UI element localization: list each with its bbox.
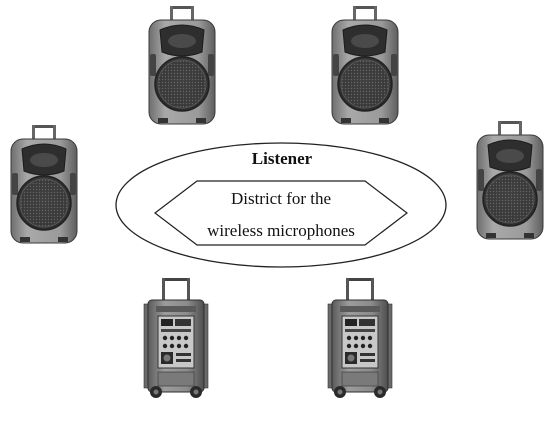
speaker-front-icon bbox=[332, 6, 398, 124]
speaker-front-icon bbox=[149, 6, 215, 124]
speaker-front-icon bbox=[477, 121, 543, 239]
speaker-rear-icon bbox=[144, 278, 208, 398]
microphone-district-label-line2: wireless microphones bbox=[207, 221, 355, 240]
speaker-front-icon bbox=[11, 125, 77, 243]
speaker-rear-icon bbox=[328, 278, 392, 398]
microphone-district-label-line1: District for the bbox=[231, 189, 331, 208]
listener-label: Listener bbox=[252, 149, 313, 168]
